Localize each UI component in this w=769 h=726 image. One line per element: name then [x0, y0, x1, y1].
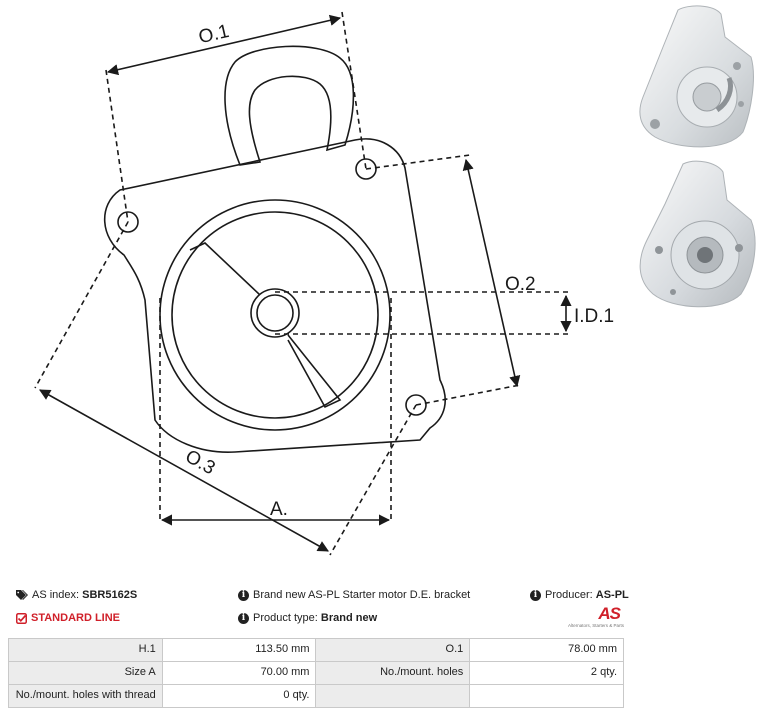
as-pl-logo: AS Alternators, Starters & Parts — [562, 604, 624, 632]
label-o2: O.2 — [505, 274, 536, 295]
as-index-label: AS index: — [32, 589, 80, 601]
description: i Brand new AS-PL Starter motor D.E. brac… — [238, 588, 470, 602]
product-photo-rear[interactable] — [633, 160, 761, 310]
spec-value: 2 qty. — [469, 661, 624, 685]
spec-key: H.1 — [8, 638, 163, 662]
shaft-inner — [256, 294, 294, 332]
spec-value: 70.00 mm — [161, 661, 317, 685]
label-a: A. — [270, 499, 288, 520]
as-index: AS index: SBR5162S — [16, 588, 137, 602]
checkbox-checked-icon — [16, 612, 27, 624]
spec-value: 113.50 mm — [161, 638, 317, 662]
spec-key: No./mount. holes — [315, 661, 471, 685]
spec-value: 0 qty. — [161, 684, 317, 708]
outer-bore — [159, 199, 391, 431]
bracket-loop — [224, 45, 355, 166]
producer-value: AS-PL — [595, 589, 629, 601]
mount-hole-left — [117, 211, 139, 233]
product-type-label: Product type: — [253, 612, 318, 624]
standard-line: STANDARD LINE — [16, 611, 120, 625]
logo-tagline: Alternators, Starters & Parts — [567, 623, 624, 628]
table-row: No./mount. holes with thread 0 qty. — [8, 684, 624, 708]
slot-upper — [189, 242, 261, 296]
producer: i Producer: AS-PL — [530, 588, 629, 602]
technical-drawing: O.1 O.2 O.3 A. I.D.1 — [34, 11, 614, 556]
table-row: H.1 113.50 mm O.1 78.00 mm — [8, 638, 624, 662]
standard-line-label: STANDARD LINE — [31, 612, 121, 624]
spec-value: 78.00 mm — [469, 638, 624, 662]
mount-hole-top — [355, 158, 377, 180]
info-icon: i — [238, 612, 249, 624]
tags-icon — [16, 590, 28, 601]
spec-value — [469, 684, 624, 708]
slot-lower — [287, 334, 342, 409]
spec-key: Size A — [8, 661, 163, 685]
description-text: Brand new AS-PL Starter motor D.E. brack… — [253, 589, 471, 601]
shaft-outer — [250, 288, 300, 338]
product-type: i Product type: Brand new — [238, 611, 377, 625]
mount-hole-bottom — [405, 394, 427, 416]
as-index-value[interactable]: SBR5162S — [82, 589, 138, 601]
product-type-value: Brand new — [320, 612, 378, 624]
table-row: Size A 70.00 mm No./mount. holes 2 qty. — [8, 661, 624, 685]
info-icon: i — [238, 589, 249, 601]
inner-bore — [171, 211, 379, 419]
spec-key: No./mount. holes with thread — [8, 684, 163, 708]
logo-mark: AS — [598, 604, 621, 623]
spec-table: H.1 113.50 mm O.1 78.00 mm Size A 70.00 … — [8, 638, 624, 708]
product-photo-front[interactable] — [633, 2, 761, 152]
label-id1: I.D.1 — [574, 306, 614, 327]
info-icon: i — [530, 589, 541, 601]
spec-key: O.1 — [315, 638, 471, 662]
spec-key — [315, 684, 471, 708]
producer-label: Producer: — [545, 589, 593, 601]
